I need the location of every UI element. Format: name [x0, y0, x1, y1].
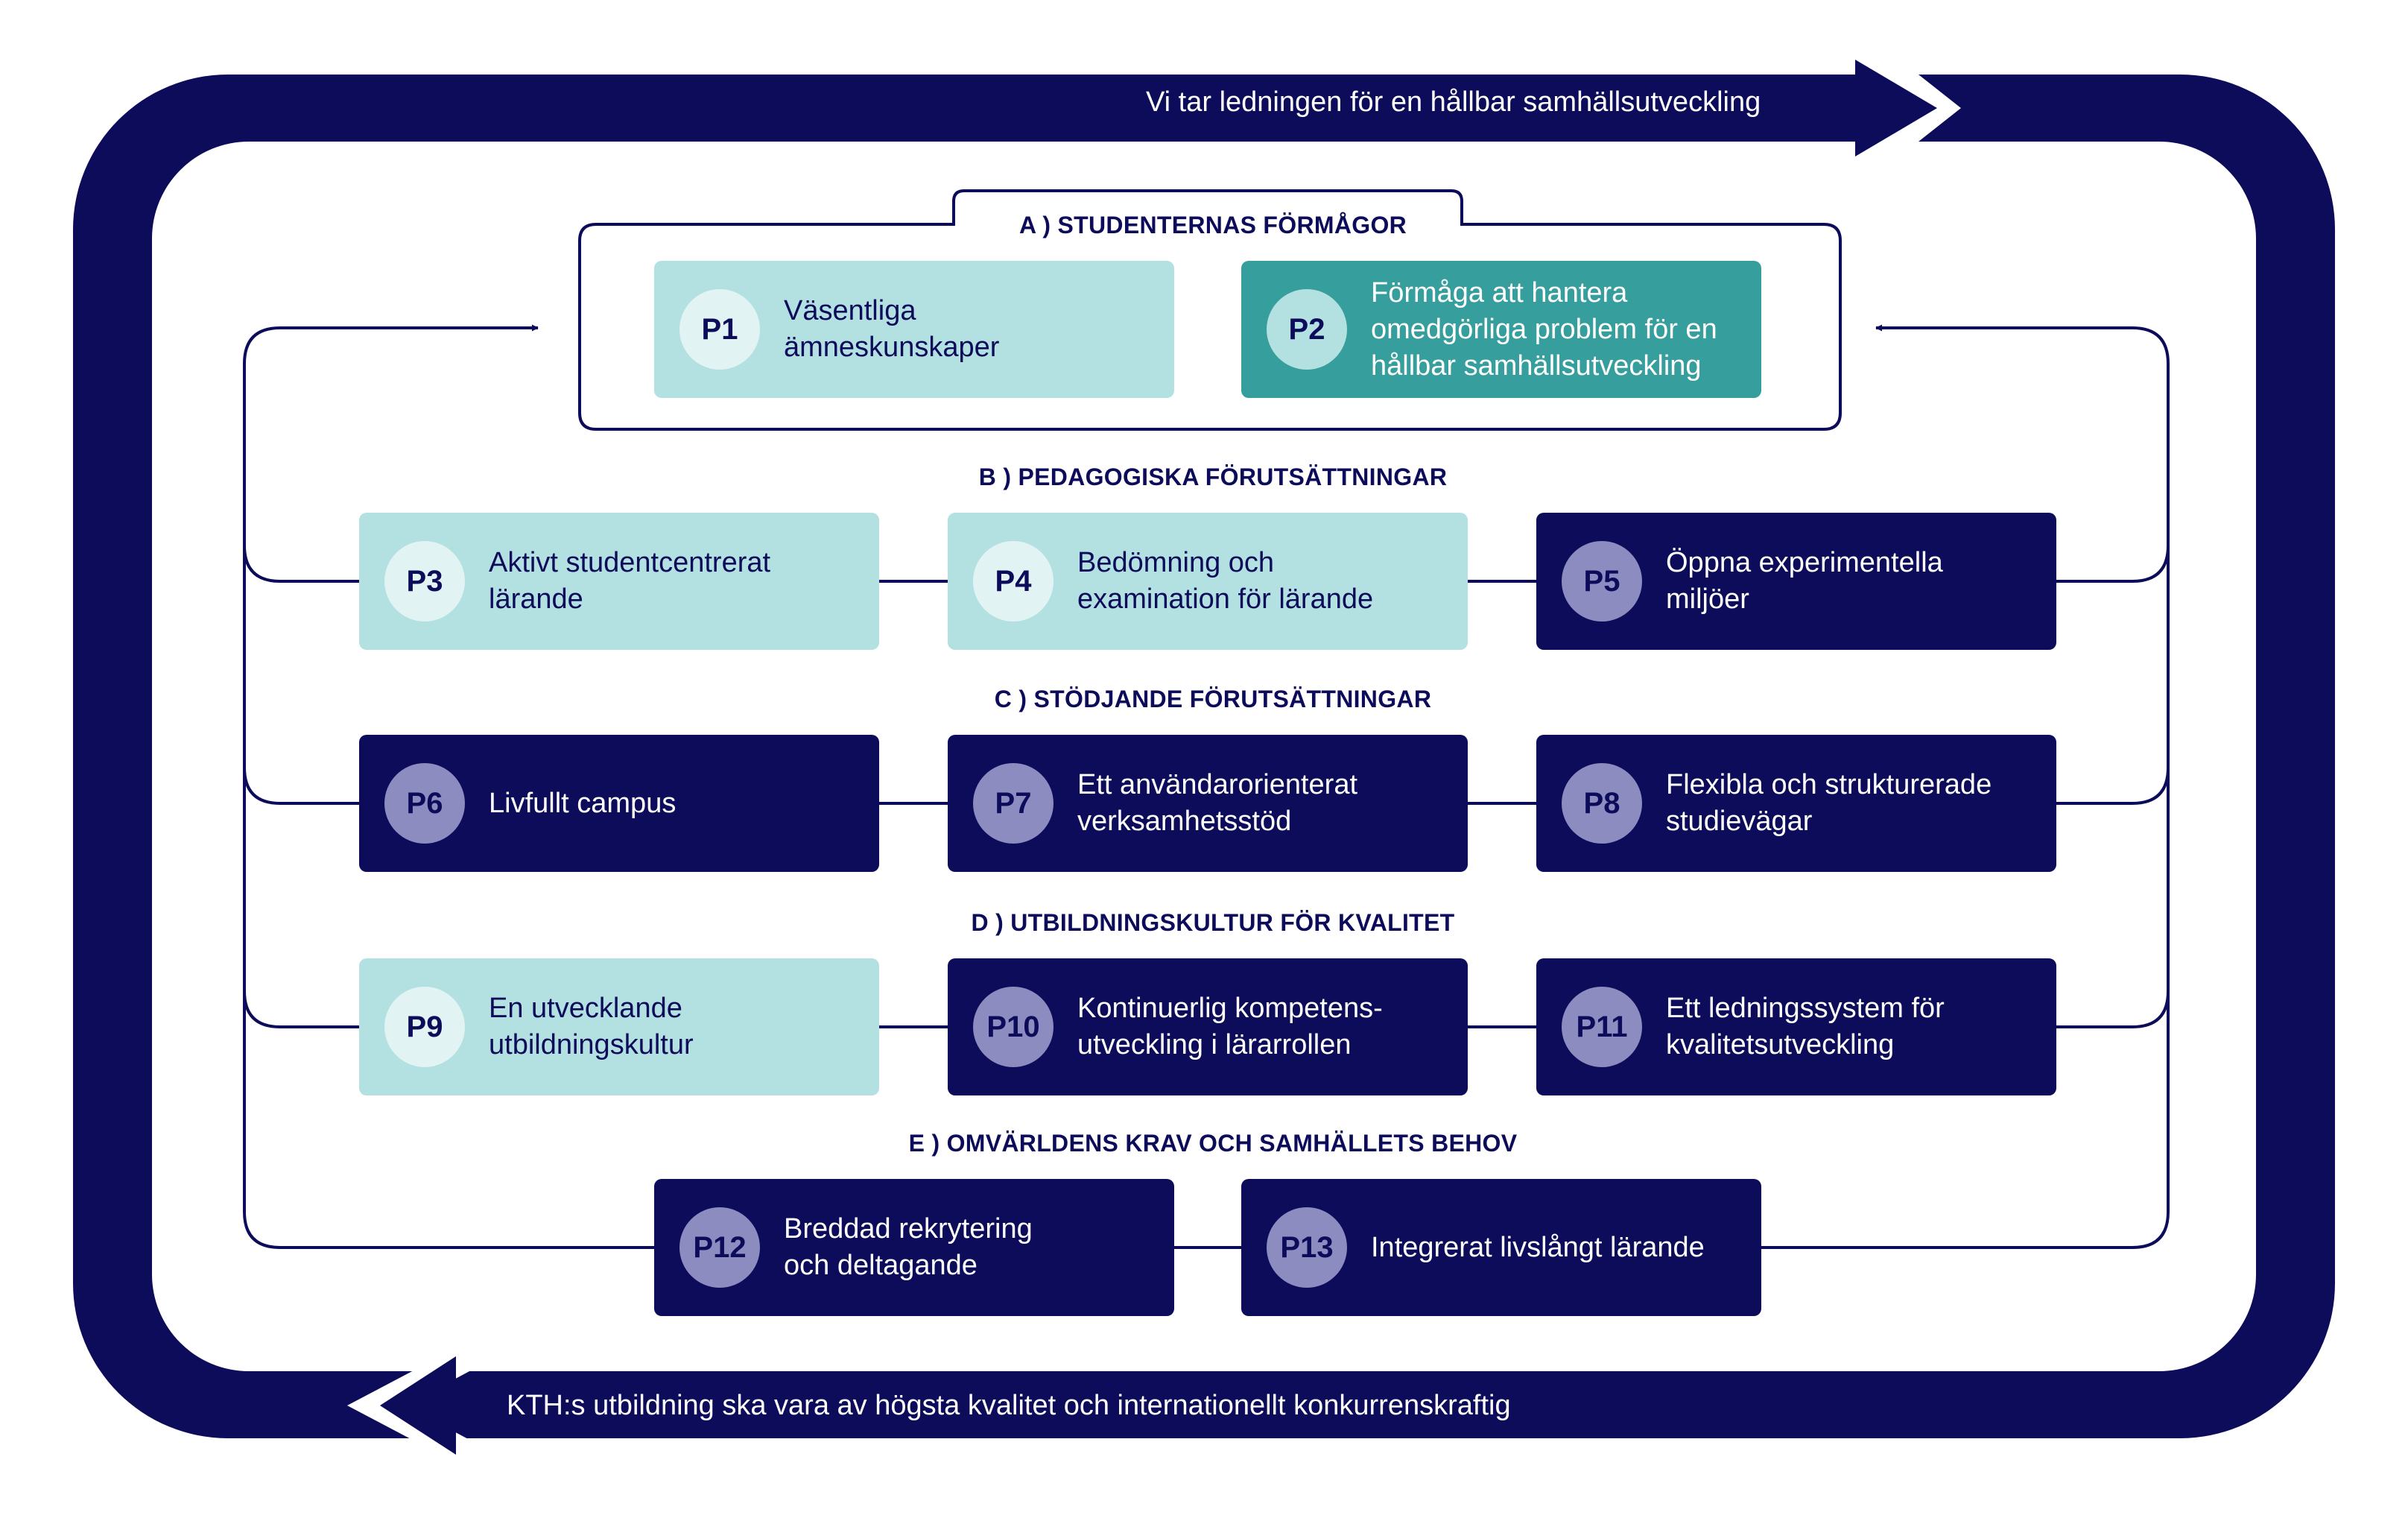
principle-label: Flexibla och strukturerade studievägar: [1666, 769, 1992, 837]
principle-p10: P10 Kontinuerlig kompetens- utveckling i…: [948, 958, 1468, 1095]
principle-p1: P1 Väsentliga ämneskunskaper: [654, 261, 1174, 398]
principle-badge: P13: [1267, 1207, 1347, 1288]
principle-label: Integrerat livslångt lärande: [1371, 1231, 1705, 1263]
principle-label: Kontinuerlig kompetens- utveckling i lär…: [1077, 993, 1383, 1060]
principle-label: Aktivt studentcentrerat lärande: [489, 547, 771, 615]
section-title-b: B ) PEDAGOGISKA FÖRUTSÄTTNINGAR: [978, 464, 1448, 490]
section-title-e: E ) OMVÄRLDENS KRAV OCH SAMHÄLLETS BEHOV: [908, 1130, 1518, 1157]
principle-label: Öppna experimentella miljöer: [1666, 547, 1943, 615]
principle-badge: P4: [973, 541, 1054, 622]
principle-p8: P8 Flexibla och strukturerade studieväga…: [1536, 735, 2056, 872]
principle-badge: P10: [973, 987, 1054, 1067]
section-title-d: D ) UTBILDNINGSKULTUR FÖR KVALITET: [971, 909, 1455, 936]
principle-badge: P6: [384, 763, 465, 844]
principle-p7: P7 Ett användarorienterat verksamhetsstö…: [948, 735, 1468, 872]
box-connectors: [879, 580, 1536, 1249]
section-title-a: A ) STUDENTERNAS FÖRMÅGOR: [1018, 212, 1407, 238]
section-title-c: C ) STÖDJANDE FÖRUTSÄTTNINGAR: [994, 686, 1432, 712]
principle-label: Väsentliga ämneskunskaper: [784, 295, 1000, 363]
principle-badge: P12: [679, 1207, 760, 1288]
principle-badge: P9: [384, 987, 465, 1067]
principle-badge: P3: [384, 541, 465, 622]
vision-banner: Vi tar ledningen för en hållbar samhälls…: [1146, 86, 1761, 118]
principle-label: Ett ledningssystem för kvalitetsutveckli…: [1666, 993, 1945, 1060]
top-arrow-head: [1855, 60, 1937, 156]
right-feedback-lines: [1761, 324, 2170, 1249]
principle-p2: P2 Förmåga att hantera omedgörliga probl…: [1241, 261, 1761, 398]
principle-p3: P3 Aktivt studentcentrerat lärande: [359, 513, 879, 650]
principle-p4: P4 Bedömning och examination för lärande: [948, 513, 1468, 650]
principle-p9: P9 En utvecklande utbildningskultur: [359, 958, 879, 1095]
principle-p12: P12 Breddad rekrytering och deltagande: [654, 1179, 1174, 1316]
goal-banner: KTH:s utbildning ska vara av högsta kval…: [507, 1390, 1511, 1421]
principle-p6: P6 Livfullt campus: [359, 735, 879, 872]
principle-label: Ett användarorienterat verksamhetsstöd: [1077, 769, 1358, 837]
principle-badge: P11: [1562, 987, 1642, 1067]
principle-label: Livfullt campus: [489, 787, 677, 819]
principle-p11: P11 Ett ledningssystem för kvalitetsutve…: [1536, 958, 2056, 1095]
section-a-frame: [578, 189, 1842, 431]
left-feedback-lines: [243, 324, 654, 1249]
principle-badge: P2: [1267, 289, 1347, 370]
principle-badge: P7: [973, 763, 1054, 844]
principle-label: Förmåga att hantera omedgörliga problem …: [1371, 276, 1717, 382]
principle-badge: P8: [1562, 763, 1642, 844]
principle-label: Breddad rekrytering och deltagande: [784, 1213, 1033, 1281]
bottom-arrow-head: [380, 1356, 456, 1455]
principle-badge: P1: [679, 289, 760, 370]
principle-badge: P5: [1562, 541, 1642, 622]
principle-p13: P13 Integrerat livslångt lärande: [1241, 1179, 1761, 1316]
principle-label: Bedömning och examination för lärande: [1077, 547, 1374, 615]
principle-p5: P5 Öppna experimentella miljöer: [1536, 513, 2056, 650]
principle-label: En utvecklande utbildningskultur: [489, 993, 694, 1060]
